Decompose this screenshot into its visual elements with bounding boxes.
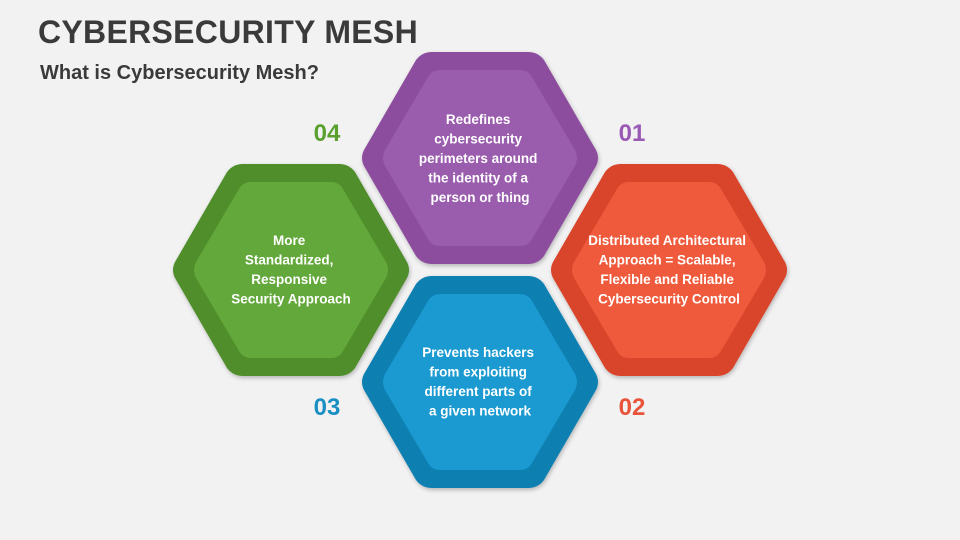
hexagon-01-line: person or thing [431, 190, 530, 205]
hexagon-03-line: Prevents hackers [422, 345, 534, 360]
hexagon-04-inner [194, 182, 388, 358]
hexagon-02-line: Flexible and Reliable [600, 272, 734, 287]
hexagon-03-line: different parts of [424, 384, 532, 399]
hexagon-03-text: Prevents hackers from exploiting differe… [422, 345, 538, 419]
hexagon-02: Distributed Architectural Approach = Sca… [551, 164, 787, 376]
number-label-03: 03 [314, 394, 341, 421]
hexagon-02-line: Approach = Scalable, [599, 253, 736, 268]
number-label-02: 02 [619, 394, 646, 421]
hexagon-04-text: More Standardized, Responsive Security A… [231, 233, 351, 307]
hexagon-03-line: from exploiting [429, 365, 527, 380]
number-label-04: 04 [314, 120, 341, 147]
hexagon-01-line: Redefines [446, 112, 511, 127]
hexagon-04-line: More [273, 233, 306, 248]
hexagon-01-text: Redefines cybersecurity perimeters aroun… [419, 112, 541, 205]
hexagon-01-inner [383, 70, 577, 246]
hexagon-01: Redefines cybersecurity perimeters aroun… [362, 52, 598, 264]
page-subtitle: What is Cybersecurity Mesh? [40, 62, 319, 84]
hexagon-04-line: Security Approach [231, 292, 351, 307]
hexagon-04-line: Standardized, [245, 253, 334, 268]
hexagon-04: More Standardized, Responsive Security A… [173, 164, 409, 376]
hexagon-02-line: Cybersecurity Control [598, 292, 740, 307]
hexagon-03-line: a given network [429, 404, 532, 419]
hexagon-02-text: Distributed Architectural Approach = Sca… [588, 233, 750, 307]
hexagon-02-line: Distributed Architectural [588, 233, 746, 248]
hexagon-01-line: cybersecurity [434, 132, 522, 147]
hexagon-04-line: Responsive [251, 272, 327, 287]
hexagon-03-inner [383, 294, 577, 470]
number-label-01: 01 [619, 120, 646, 147]
hexagon-02-inner [572, 182, 766, 358]
page-title: CYBERSECURITY MESH [38, 14, 418, 50]
hexagon-03: Prevents hackers from exploiting differe… [362, 276, 598, 488]
hexagon-01-line: perimeters around [419, 151, 538, 166]
hexagon-01-line: the identity of a [428, 171, 528, 186]
